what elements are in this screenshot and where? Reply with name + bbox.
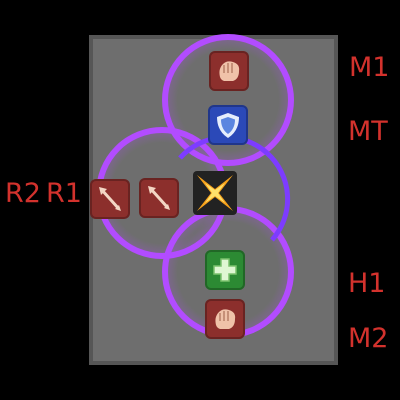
marker-h1 <box>205 250 245 290</box>
marker-r1 <box>139 178 179 218</box>
aoe-ring-boss <box>178 134 291 242</box>
arrow-icon <box>99 187 121 211</box>
marker-m1 <box>209 51 249 91</box>
marker-r2 <box>90 179 130 219</box>
shield-icon <box>217 113 239 138</box>
arrow-icon <box>148 186 170 210</box>
aoe-ring-m1 <box>162 34 294 166</box>
cross-icon <box>213 258 237 282</box>
marker-m2 <box>205 299 245 339</box>
label-mt: MT <box>348 116 388 147</box>
label-m2: M2 <box>348 323 389 354</box>
fist-icon <box>215 309 236 329</box>
fist-icon <box>219 61 240 81</box>
boss-target-icon <box>193 171 237 215</box>
label-h1: H1 <box>348 268 386 299</box>
label-r1: R1 <box>46 178 82 209</box>
label-r2: R2 <box>5 178 41 209</box>
label-m1: M1 <box>349 52 390 83</box>
marker-mt <box>208 105 248 145</box>
